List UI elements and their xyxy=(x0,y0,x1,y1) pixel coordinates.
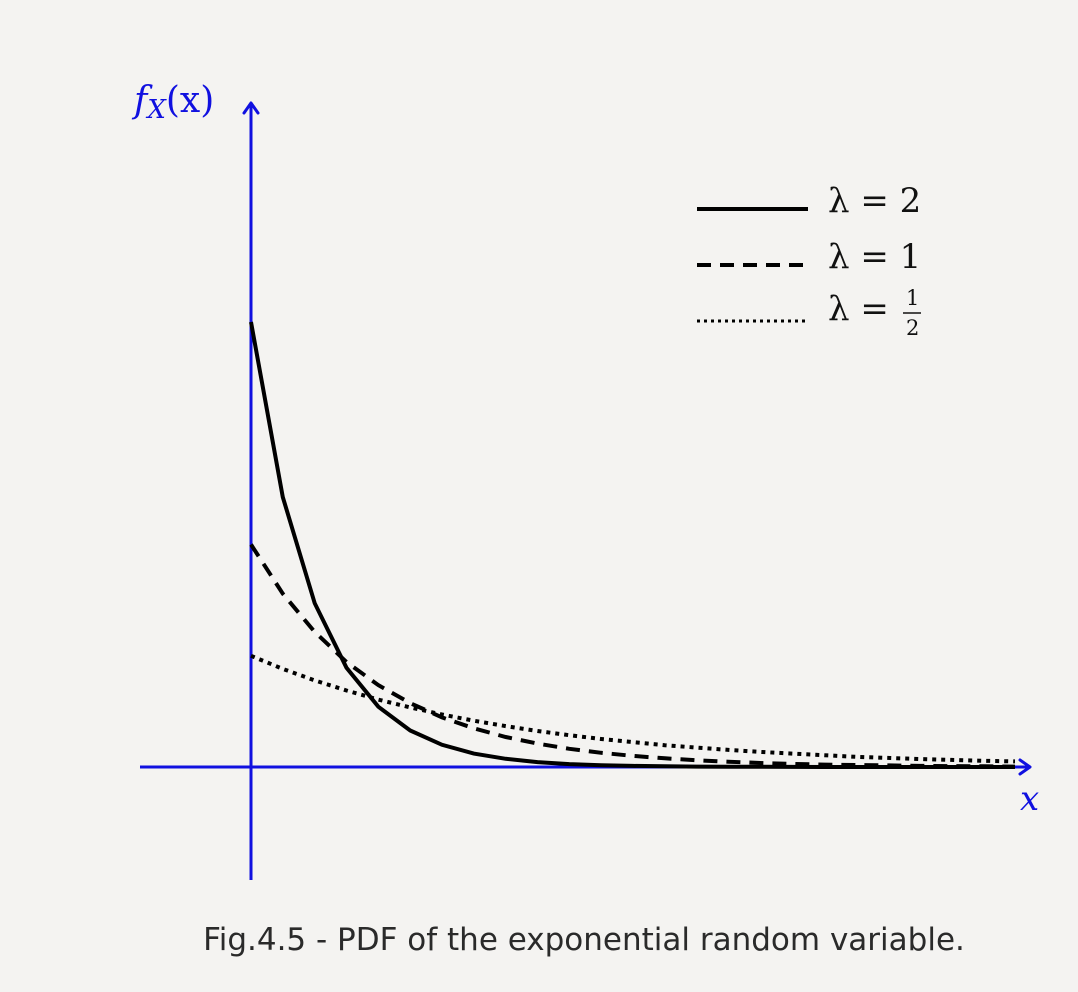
series-line-lambda-2 xyxy=(249,321,1015,769)
y-axis-label-arg: (x) xyxy=(166,80,214,121)
legend-label-lambda-half: λ = xyxy=(828,289,889,329)
y-axis-label-sub: X xyxy=(145,95,167,125)
y-axis-arrowhead xyxy=(242,101,260,115)
y-axis-label: fX(x) xyxy=(131,80,214,125)
series-line-lambda-half xyxy=(250,653,1016,764)
legend-frac-numerator: 1 xyxy=(906,286,919,310)
x-axis-arrowhead xyxy=(1018,758,1032,776)
series-line-lambda-1 xyxy=(249,543,1016,769)
legend-frac-denominator: 2 xyxy=(906,316,919,340)
legend-label-lambda-2: λ = 2 xyxy=(828,181,921,221)
figure-caption: Fig.4.5 - PDF of the exponential random … xyxy=(203,922,965,958)
legend-label-lambda-1: λ = 1 xyxy=(828,237,921,277)
legend: λ = 2 λ = 1 λ = 1 2 xyxy=(697,181,921,340)
exponential-pdf-chart: fX(x) x λ = 2 λ = 1 λ = 1 2 xyxy=(131,80,1039,880)
x-axis-label: x xyxy=(1020,779,1039,819)
